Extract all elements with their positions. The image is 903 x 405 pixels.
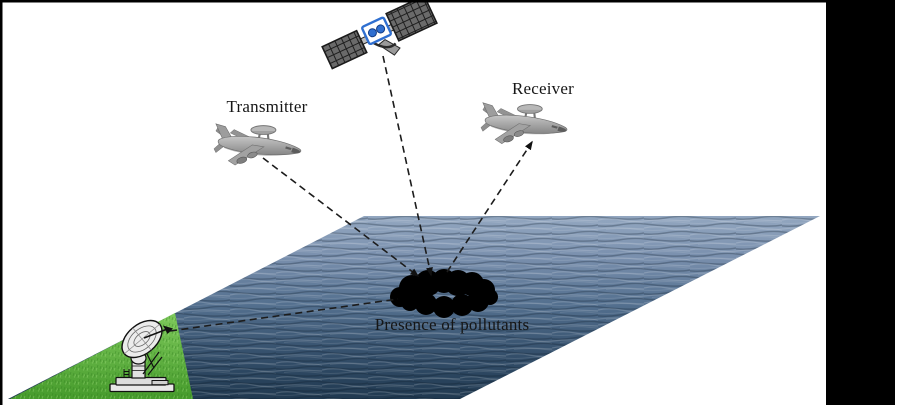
transmitter-aircraft-icon — [212, 122, 302, 167]
pollutants-label: Presence of pollutants — [374, 315, 530, 334]
satellite-icon — [321, 0, 438, 70]
transmitter-label: Transmitter — [226, 97, 308, 116]
receiver-signal-line — [446, 140, 533, 273]
left-frame-bar — [0, 0, 3, 405]
ground-station-signal-line — [169, 298, 399, 332]
receiver-aircraft-icon — [479, 101, 569, 145]
ground-station-dish-icon — [109, 319, 175, 393]
pollutant-slick-blob — [390, 269, 498, 318]
transmitter-signal-line — [262, 157, 420, 277]
top-frame-bar — [0, 0, 830, 3]
satellite-signal-line — [382, 55, 433, 277]
right-frame-bar — [826, 0, 895, 405]
receiver-label: Receiver — [511, 79, 574, 98]
